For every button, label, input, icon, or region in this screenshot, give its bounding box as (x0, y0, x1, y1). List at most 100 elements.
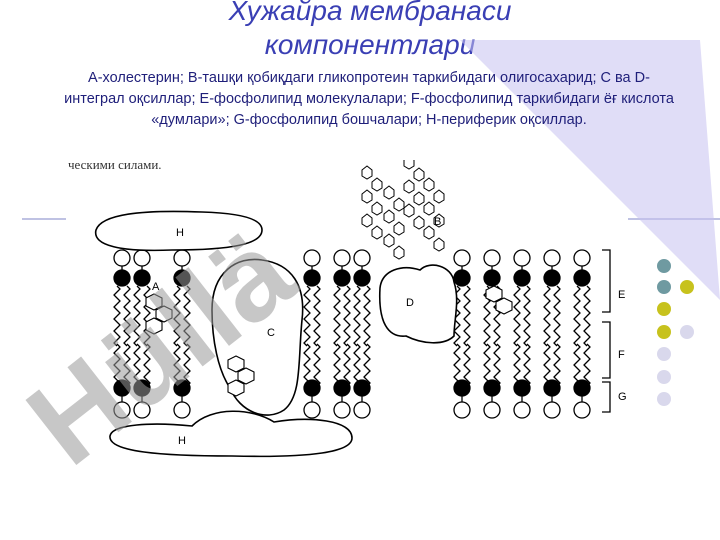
lipid-head-inner (513, 401, 531, 419)
sugar-unit (433, 237, 445, 252)
peripheral-protein-top (95, 210, 263, 252)
cholesterol-near-d (485, 285, 513, 315)
sugar-unit (413, 215, 425, 230)
deco-dot (657, 302, 671, 316)
fatty-acid-tail (353, 343, 361, 387)
lipid-phosphate-inner (333, 379, 351, 397)
lipid-phosphate-outer (133, 269, 151, 287)
fatty-acid-tail (543, 285, 551, 347)
bracket-f (602, 321, 611, 379)
membrane-diagram: A B C D E F G H H (95, 160, 627, 458)
label-h-top: H (176, 227, 184, 239)
sugar-unit (371, 225, 383, 240)
label-a: A (152, 281, 160, 293)
slide-title-line-1: Хужайра мембранаси (228, 0, 512, 26)
lipid-head-inner (573, 401, 591, 419)
clipped-source-text: ческими силами. (68, 157, 162, 172)
deco-dot (657, 392, 671, 406)
fatty-acid-tail (173, 285, 181, 347)
sugar-unit (403, 179, 415, 194)
lipid-head-inner (113, 401, 131, 419)
fatty-acid-tail (493, 343, 501, 387)
fatty-acid-tail (353, 285, 361, 347)
sugar-unit (361, 189, 373, 204)
label-d: D (406, 297, 414, 309)
lipid-head-outer (173, 249, 191, 267)
lipid-phosphate-outer (573, 269, 591, 287)
lipid-head-outer (513, 249, 531, 267)
fatty-acid-tail (363, 343, 371, 387)
lipid-phosphate-outer (113, 269, 131, 287)
slide-caption: А-холестерин; В-ташқи қобиқдаги гликопро… (64, 70, 674, 128)
lipid-phosphate-inner (173, 379, 191, 397)
fatty-acid-tail (143, 343, 151, 387)
sugar-unit (361, 165, 373, 180)
integral-protein-d (378, 264, 458, 344)
bracket-e (602, 249, 611, 313)
lipid-phosphate-outer (453, 269, 471, 287)
deco-dot (680, 280, 694, 294)
fatty-acid-tail (363, 285, 371, 347)
sugar-unit (413, 167, 425, 182)
fatty-acid-tail (463, 285, 471, 347)
lipid-head-outer (303, 249, 321, 267)
fatty-acid-tail (303, 285, 311, 347)
lipid-head-inner (133, 401, 151, 419)
slide-title-line-2: компонентлари (264, 29, 476, 60)
bracket-g (602, 381, 611, 413)
label-h-bottom: H (178, 435, 186, 447)
divider-left (22, 218, 66, 220)
fatty-acid-tail (183, 343, 191, 387)
lipid-head-outer (333, 249, 351, 267)
lipid-head-inner (353, 401, 371, 419)
sugar-unit (423, 177, 435, 192)
sugar-unit (383, 185, 395, 200)
label-e: E (618, 289, 625, 301)
fatty-acid-tail (573, 285, 581, 347)
lipid-head-outer (543, 249, 561, 267)
sugar-unit (383, 209, 395, 224)
fatty-acid-tail (553, 285, 561, 347)
fatty-acid-tail (583, 343, 591, 387)
fatty-acid-tail (133, 285, 141, 347)
fatty-acid-tail (183, 285, 191, 347)
sugar-unit (403, 203, 415, 218)
sugar-unit (371, 201, 383, 216)
lipid-head-inner (453, 401, 471, 419)
label-b: B (434, 216, 441, 228)
lipid-phosphate-outer (543, 269, 561, 287)
fatty-acid-tail (513, 343, 521, 387)
fatty-acid-tail (513, 285, 521, 347)
fatty-acid-tail (453, 343, 461, 387)
fatty-acid-tail (303, 343, 311, 387)
fatty-acid-tail (463, 343, 471, 387)
sugar-unit (393, 197, 405, 212)
sugar-unit (383, 233, 395, 248)
cholesterol-a (145, 293, 173, 335)
deco-dot (680, 325, 694, 339)
fatty-acid-tail (313, 285, 321, 347)
sugar-unit (413, 191, 425, 206)
lipid-phosphate-outer (513, 269, 531, 287)
lipid-head-inner (303, 401, 321, 419)
fatty-acid-tail (343, 285, 351, 347)
oligosaccharide-chains (361, 160, 445, 260)
cholesterol-in-c (227, 355, 255, 397)
lipid-phosphate-outer (303, 269, 321, 287)
lipid-head-inner (543, 401, 561, 419)
fatty-acid-tail (483, 343, 491, 387)
lipid-head-outer (353, 249, 371, 267)
label-g: G (618, 391, 627, 403)
lipid-phosphate-inner (113, 379, 131, 397)
sugar-unit (423, 201, 435, 216)
lipid-phosphate-outer (333, 269, 351, 287)
fatty-acid-tail (123, 343, 131, 387)
sugar-unit (361, 213, 373, 228)
sugar-unit (433, 189, 445, 204)
fatty-acid-tail (333, 343, 341, 387)
deco-dot (657, 259, 671, 273)
lipid-head-outer (453, 249, 471, 267)
lipid-phosphate-inner (513, 379, 531, 397)
fatty-acid-tail (143, 285, 151, 347)
deco-dot (657, 347, 671, 361)
